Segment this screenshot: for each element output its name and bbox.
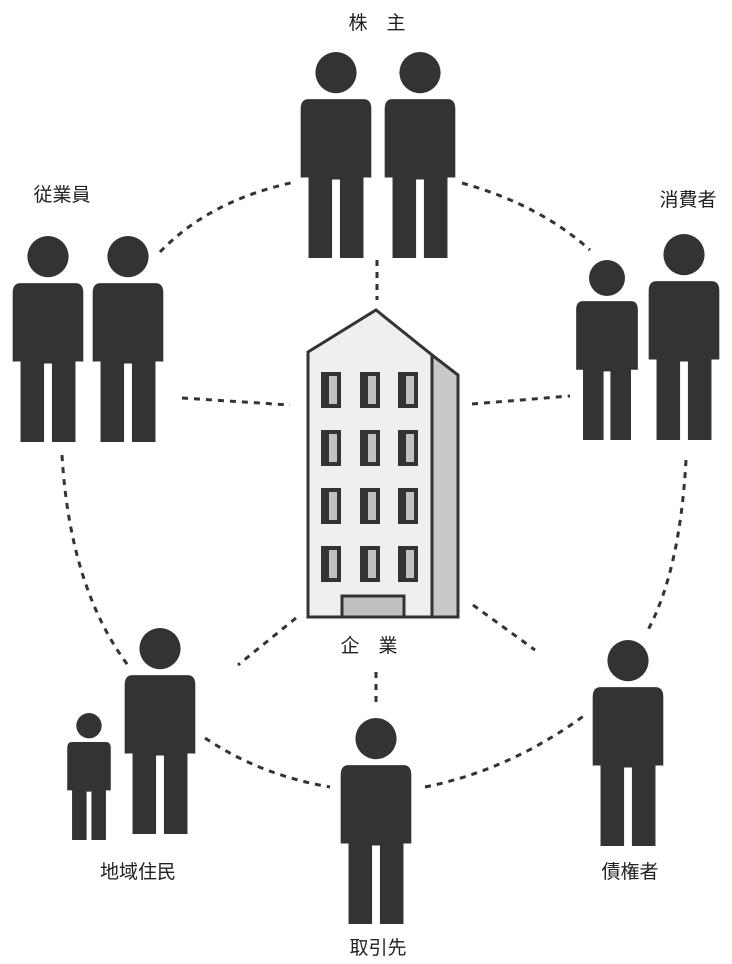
label-consumers: 消費者 [659,189,716,211]
window-pane-4-2 [368,550,376,578]
label-suppliers: 取引先 [349,937,406,959]
building-side [430,351,460,619]
radial-links [181,260,571,708]
community-adult-icon [124,628,196,834]
window-pane-4-3 [406,550,414,578]
company-building [306,308,460,619]
community-child-icon [67,713,111,840]
creditor-person-icon [592,640,664,846]
consumer-child-icon [576,260,638,440]
building-door [340,594,406,619]
building-windows [321,372,418,582]
supplier-person-icon [340,718,412,924]
window-pane-1-1 [329,376,337,404]
shareholder-person-2-icon [384,52,456,258]
label-shareholders: 株 主 [348,12,405,34]
ring-employees-community [60,454,132,669]
label-employees: 従業員 [33,184,90,206]
ring-suppliers-creditors [424,713,586,789]
outer-dashed-ring [60,180,688,789]
shareholder-person-1-icon [300,52,372,258]
window-pane-3-3 [406,492,414,520]
link-employees [181,396,291,407]
consumer-adult-icon [648,234,720,440]
employee-person-2-icon [92,236,164,442]
window-pane-2-1 [329,434,337,462]
label-creditors: 債権者 [601,861,658,883]
window-pane-2-2 [368,434,376,462]
label-community: 地域住民 [100,861,176,883]
link-creditors [472,603,536,652]
window-pane-4-1 [329,550,337,578]
window-pane-1-3 [406,376,414,404]
window-pane-2-3 [406,434,414,462]
label-company: 企 業 [340,635,397,657]
link-community [237,616,297,667]
ring-consumers-creditors [646,459,688,631]
ring-community-suppliers [204,736,331,789]
window-pane-3-2 [368,492,376,520]
employee-person-1-icon [12,236,84,442]
ring-shareholders-consumers [461,181,592,252]
ring-employees-shareholders [158,180,296,254]
link-consumers [471,394,571,406]
window-pane-3-1 [329,492,337,520]
window-pane-1-2 [368,376,376,404]
